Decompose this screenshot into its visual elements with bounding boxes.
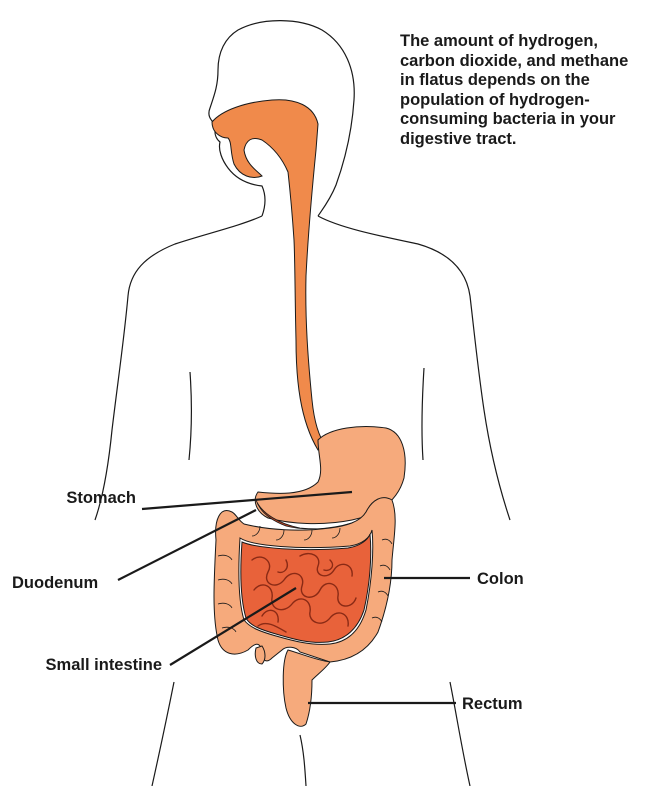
rectum-shape <box>283 650 330 726</box>
small-intestine <box>241 534 371 642</box>
caption-line: carbon dioxide, and methane <box>400 52 655 72</box>
upper-digestive-tract <box>212 100 326 450</box>
caption-line: population of hydrogen- <box>400 91 655 111</box>
leg-left-outline <box>152 682 174 786</box>
mouth-pharynx <box>212 100 326 450</box>
info-caption: The amount of hydrogen, carbon dioxide, … <box>400 32 655 149</box>
torso-left-outline <box>95 216 262 520</box>
crotch-outline <box>300 735 306 786</box>
caption-line: digestive tract. <box>400 130 655 150</box>
stomach-label: Stomach <box>66 489 136 507</box>
arm-seam-right <box>422 368 424 460</box>
small-intestine-shape <box>241 534 371 642</box>
caption-line: consuming bacteria in your <box>400 110 655 130</box>
arm-seam-left <box>189 372 191 460</box>
duodenum-label: Duodenum <box>12 574 98 592</box>
rectum-label: Rectum <box>462 695 523 713</box>
caption-line: in flatus depends on the <box>400 71 655 91</box>
caption-line: The amount of hydrogen, <box>400 32 655 52</box>
small-intestine-label: Small intestine <box>46 656 162 674</box>
appendix <box>255 646 265 664</box>
colon-label: Colon <box>477 570 524 588</box>
